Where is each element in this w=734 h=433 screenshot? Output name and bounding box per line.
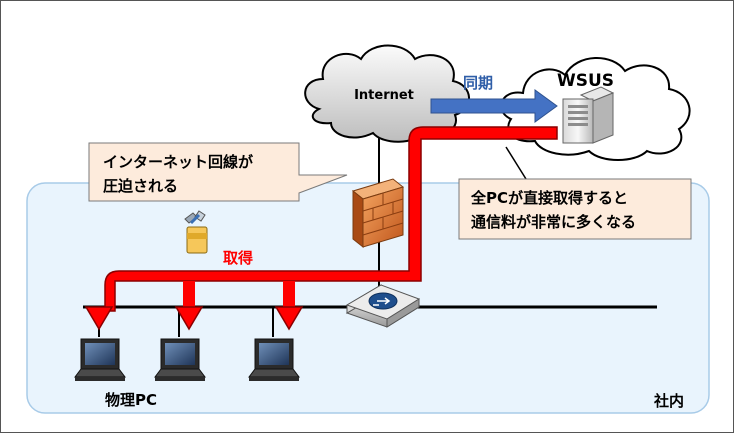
callout-line-pressure: [88, 142, 348, 202]
internet-cloud: [304, 44, 470, 143]
callout-traffic-increase-line-1: 全PCが直接取得すると: [470, 189, 628, 207]
pc-2-icon: [154, 338, 206, 381]
physical-pc-label: 物理PC: [105, 391, 157, 409]
pc-1-icon: [74, 338, 126, 381]
acquire-arrow-pc2: [174, 306, 204, 331]
acquire-branch-pc2: [183, 281, 195, 307]
wsus-pointer-line: [505, 146, 527, 180]
update-package-icon: [184, 210, 208, 254]
router-icon: [345, 284, 421, 328]
pc-3-icon: [248, 338, 300, 381]
callout-line-pressure-line-2: 圧迫される: [103, 177, 178, 195]
callout-traffic-increase-line-2: 通信料が非常に多くなる: [471, 213, 636, 231]
acquire-label: 取得: [223, 249, 253, 267]
acquire-traffic-path: [104, 126, 558, 312]
wsus-label: WSUS: [557, 71, 614, 91]
sync-arrow: [430, 89, 558, 123]
company-label: 社内: [653, 392, 684, 410]
firewall-icon: [351, 178, 405, 249]
sync-label: 同期: [463, 74, 493, 92]
wsus-server-icon: [562, 86, 615, 144]
callout-traffic-increase: [458, 178, 692, 240]
acquire-arrow-pc3: [274, 306, 304, 331]
internet-label: Internet: [354, 88, 414, 103]
acquire-arrow-pc1: [84, 306, 114, 331]
acquire-branch-pc3: [283, 281, 295, 307]
callout-line-pressure-line-1: インターネット回線が: [103, 153, 254, 171]
